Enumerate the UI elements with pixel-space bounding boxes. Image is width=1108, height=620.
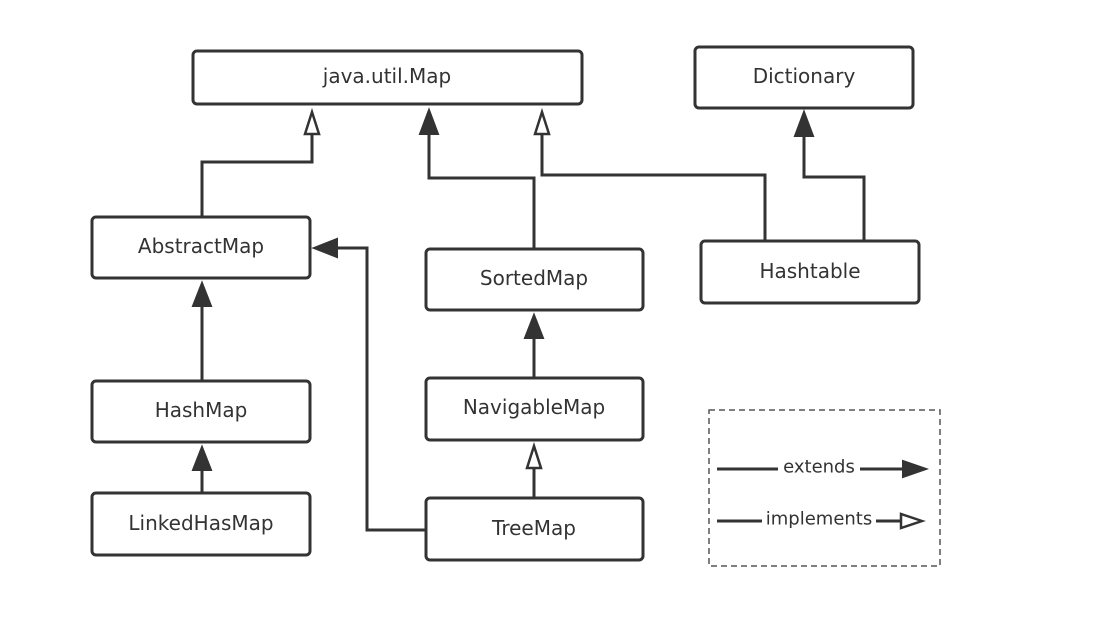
edge-hashtable-extends-dictionary [802, 136, 866, 241]
legend-extends-arrowhead [902, 459, 930, 479]
node-label: java.util.Map [322, 64, 451, 88]
node-label: Dictionary [753, 64, 856, 88]
node-label: LinkedHasMap [128, 511, 273, 535]
legend-implements-label-bg [762, 509, 876, 529]
legend: extends implements [708, 409, 941, 567]
node-sortedmap: SortedMap [424, 247, 645, 312]
node-label: AbstractMap [138, 234, 264, 258]
arrowhead-hollow [533, 107, 551, 136]
arrowhead-hollow [525, 441, 543, 470]
arrowhead-filled [793, 109, 815, 137]
node-treemap: TreeMap [424, 496, 645, 562]
edge-treemap-extends-abstractmap [337, 246, 425, 532]
node-label: HashMap [155, 398, 248, 422]
arrowhead-filled [191, 444, 213, 471]
legend-extends-label: extends [783, 457, 855, 478]
node-dictionary: Dictionary [693, 45, 915, 110]
legend-implements-arrowhead [899, 512, 926, 530]
node-hashmap: HashMap [90, 379, 312, 444]
node-hashtable: Hashtable [699, 239, 921, 305]
arrowhead-filled [523, 312, 545, 339]
arrowhead-filled [418, 107, 440, 135]
edge-hashtable-implements-map [540, 134, 767, 241]
node-label: SortedMap [480, 266, 588, 290]
arrowhead-hollow [303, 107, 321, 136]
arrowhead-filled [311, 237, 338, 259]
node-navigablemap: NavigableMap [424, 376, 645, 442]
node-linkedhasmap: LinkedHasMap [90, 491, 312, 557]
node-abstractmap: AbstractMap [90, 215, 312, 280]
edge-sortedmap-extends-map [427, 134, 536, 249]
legend-implements-label: implements [766, 509, 873, 530]
edge-abstractmap-implements-map [200, 134, 314, 217]
legend-frame [708, 409, 941, 567]
arrowhead-filled [191, 280, 213, 307]
node-label: NavigableMap [463, 395, 605, 419]
node-label: TreeMap [491, 516, 576, 540]
node-java-util-map: java.util.Map [191, 49, 584, 106]
node-label: Hashtable [759, 259, 860, 283]
legend-extends-label-bg [778, 458, 860, 478]
